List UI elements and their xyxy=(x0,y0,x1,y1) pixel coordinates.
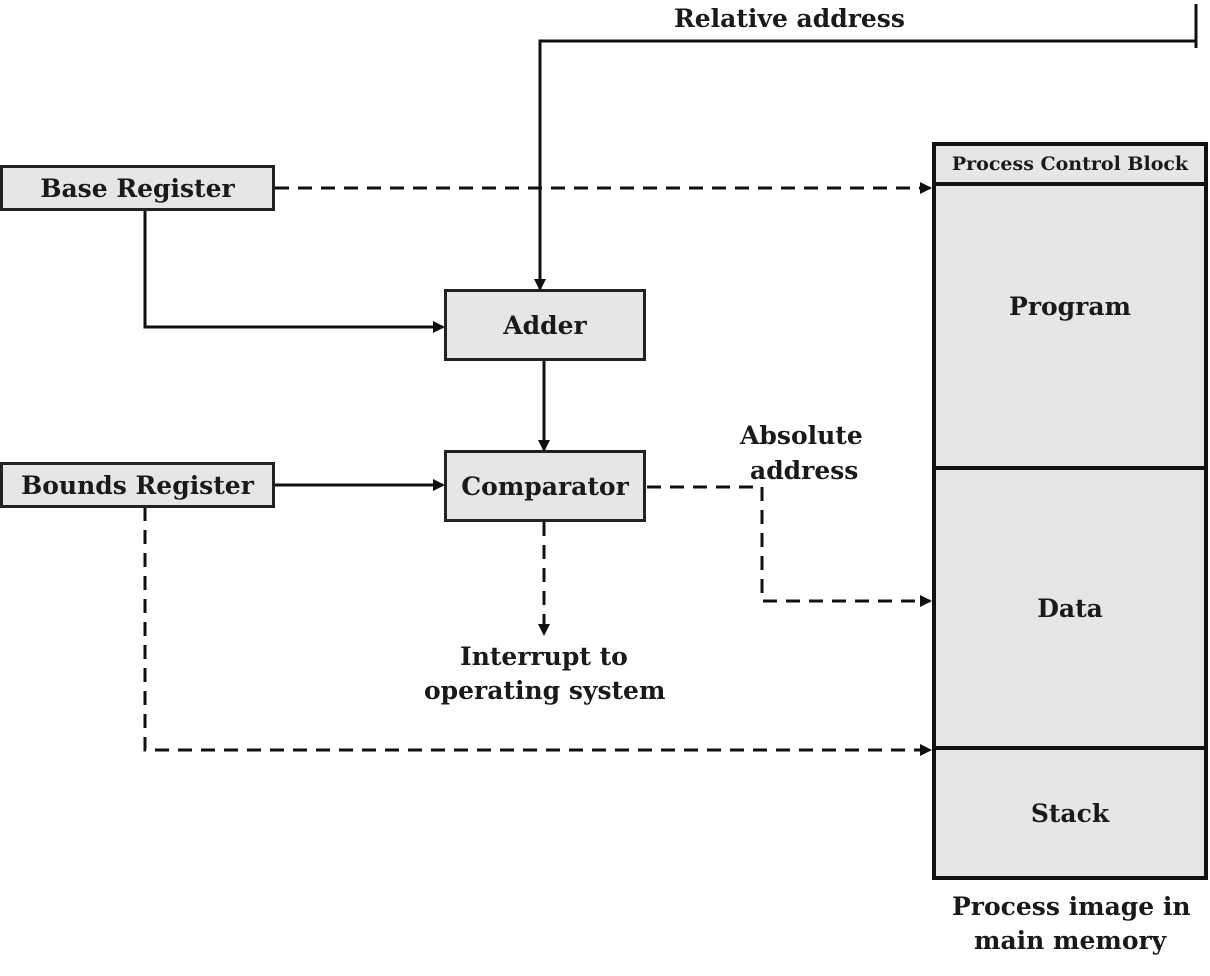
process-image-label-line2: main memory xyxy=(974,926,1167,955)
relative-address-arrow xyxy=(534,39,1196,291)
absolute-address-label-line1: Absolute xyxy=(740,421,863,450)
absolute-address-dashed-arrow xyxy=(647,485,932,607)
base-register-box: Base Register xyxy=(0,165,275,211)
absolute-address-label-line2: address xyxy=(750,456,859,485)
bounds-to-memory-dashed-arrow xyxy=(143,507,932,756)
stack-section: Stack xyxy=(936,750,1204,876)
interrupt-label-line1: Interrupt to xyxy=(460,642,628,671)
relative-address-label: Relative address xyxy=(674,4,905,33)
base-to-adder-arrow xyxy=(143,210,445,333)
data-section: Data xyxy=(936,470,1204,750)
adder-box: Adder xyxy=(444,289,646,361)
process-image-label-line1: Process image in xyxy=(952,892,1191,921)
program-section: Program xyxy=(936,186,1204,470)
comparator-box: Comparator xyxy=(444,450,646,522)
interrupt-label-line2: operating system xyxy=(424,676,666,705)
pcb-section: Process Control Block xyxy=(936,146,1204,186)
bounds-register-box: Bounds Register xyxy=(0,462,275,508)
